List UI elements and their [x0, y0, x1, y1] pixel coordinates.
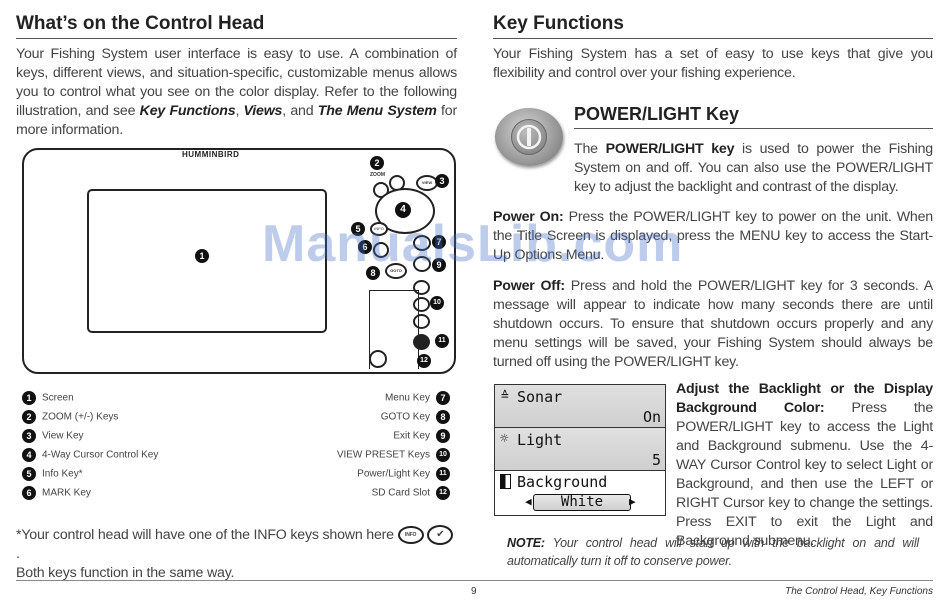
view-preset-key-3 — [413, 314, 430, 329]
power-light-paragraph: The POWER/LIGHT key is used to power the… — [574, 141, 933, 195]
sonar-icon: ≙ — [501, 389, 509, 404]
menu-system-link[interactable]: The Menu System — [317, 103, 437, 119]
callout-7: 7 — [432, 235, 446, 249]
callout-8: 8 — [366, 266, 380, 280]
brand-logo: HUMMINBIRD — [182, 150, 240, 159]
callout-5: 5 — [351, 222, 365, 236]
sd-card-slot — [369, 290, 419, 369]
callout-11: 11 — [435, 334, 449, 348]
view-preset-key-2 — [413, 297, 430, 312]
callout-3: 3 — [435, 174, 449, 188]
footer-rule — [16, 580, 933, 581]
left-section-title: What’s on the Control Head — [16, 13, 265, 34]
mark-key — [373, 242, 389, 258]
light-background-menu: ≙ Sonar On ☼ Light 5 Background White ◀ … — [494, 384, 666, 516]
info-key-note: *Your control head will have one of the … — [16, 525, 457, 583]
menu-row-sonar: ≙ Sonar On — [495, 385, 665, 428]
view-preset-key-1 — [413, 280, 430, 295]
check-key-icon: ✔ — [427, 525, 454, 545]
adjust-backlight-paragraph: Adjust the Backlight or the Display Back… — [676, 381, 934, 549]
callout-10: 10 — [430, 296, 444, 310]
power-off-paragraph: Power Off: Press and hold the POWER/LIGH… — [493, 278, 933, 370]
callout-12: 12 — [417, 354, 431, 368]
goto-key: GOTO — [385, 263, 407, 279]
menu-key — [413, 235, 431, 251]
views-link[interactable]: Views — [243, 103, 283, 119]
key-functions-link[interactable]: Key Functions — [139, 103, 236, 119]
power-light-key — [413, 334, 430, 350]
menu-row-light: ☼ Light 5 — [495, 428, 665, 471]
left-title-rule — [16, 38, 457, 39]
power-icon — [511, 119, 547, 155]
device-screen — [87, 189, 327, 333]
power-on-paragraph: Power On: Press the POWER/LIGHT key to p… — [493, 209, 933, 263]
info-key-icon: INFO — [397, 526, 424, 544]
subtitle-rule — [574, 128, 933, 129]
right-title-rule — [493, 38, 933, 39]
control-head-illustration: HUMMINBIRD 1 2 ZOOM VIEW 3 4 INFO 5 6 GO… — [22, 148, 456, 374]
exit-key — [413, 256, 431, 272]
zoom-label: ZOOM — [370, 172, 385, 178]
background-value-selector: White — [533, 494, 631, 511]
power-light-key-image — [495, 108, 563, 166]
footer-section: The Control Head, Key Functions — [785, 586, 933, 597]
right-section-title: Key Functions — [493, 13, 624, 34]
power-light-subtitle: POWER/LIGHT Key — [574, 104, 740, 124]
manualslib-watermark: ManualsLib.com — [262, 215, 684, 273]
light-bulb-icon: ☼ — [500, 431, 509, 447]
callout-2: 2 — [370, 156, 384, 170]
sd-slot-knob — [369, 350, 387, 368]
right-intro-paragraph: Your Fishing System has a set of easy to… — [493, 46, 933, 81]
note-paragraph: NOTE: Your control head will start up wi… — [507, 536, 919, 568]
info-key: INFO — [370, 222, 388, 236]
callout-4: 4 — [395, 202, 411, 218]
callout-9: 9 — [432, 258, 446, 272]
right-arrow-icon: ▶ — [629, 495, 636, 508]
menu-row-background: Background White ◀ ▶ — [495, 471, 665, 515]
left-intro-paragraph: Your Fishing System user interface is ea… — [16, 46, 457, 138]
contrast-icon — [500, 474, 511, 489]
view-key: VIEW — [416, 175, 438, 191]
callout-1: 1 — [195, 249, 209, 263]
page-number: 9 — [471, 586, 477, 597]
callout-6: 6 — [358, 240, 372, 254]
left-arrow-icon: ◀ — [525, 495, 532, 508]
